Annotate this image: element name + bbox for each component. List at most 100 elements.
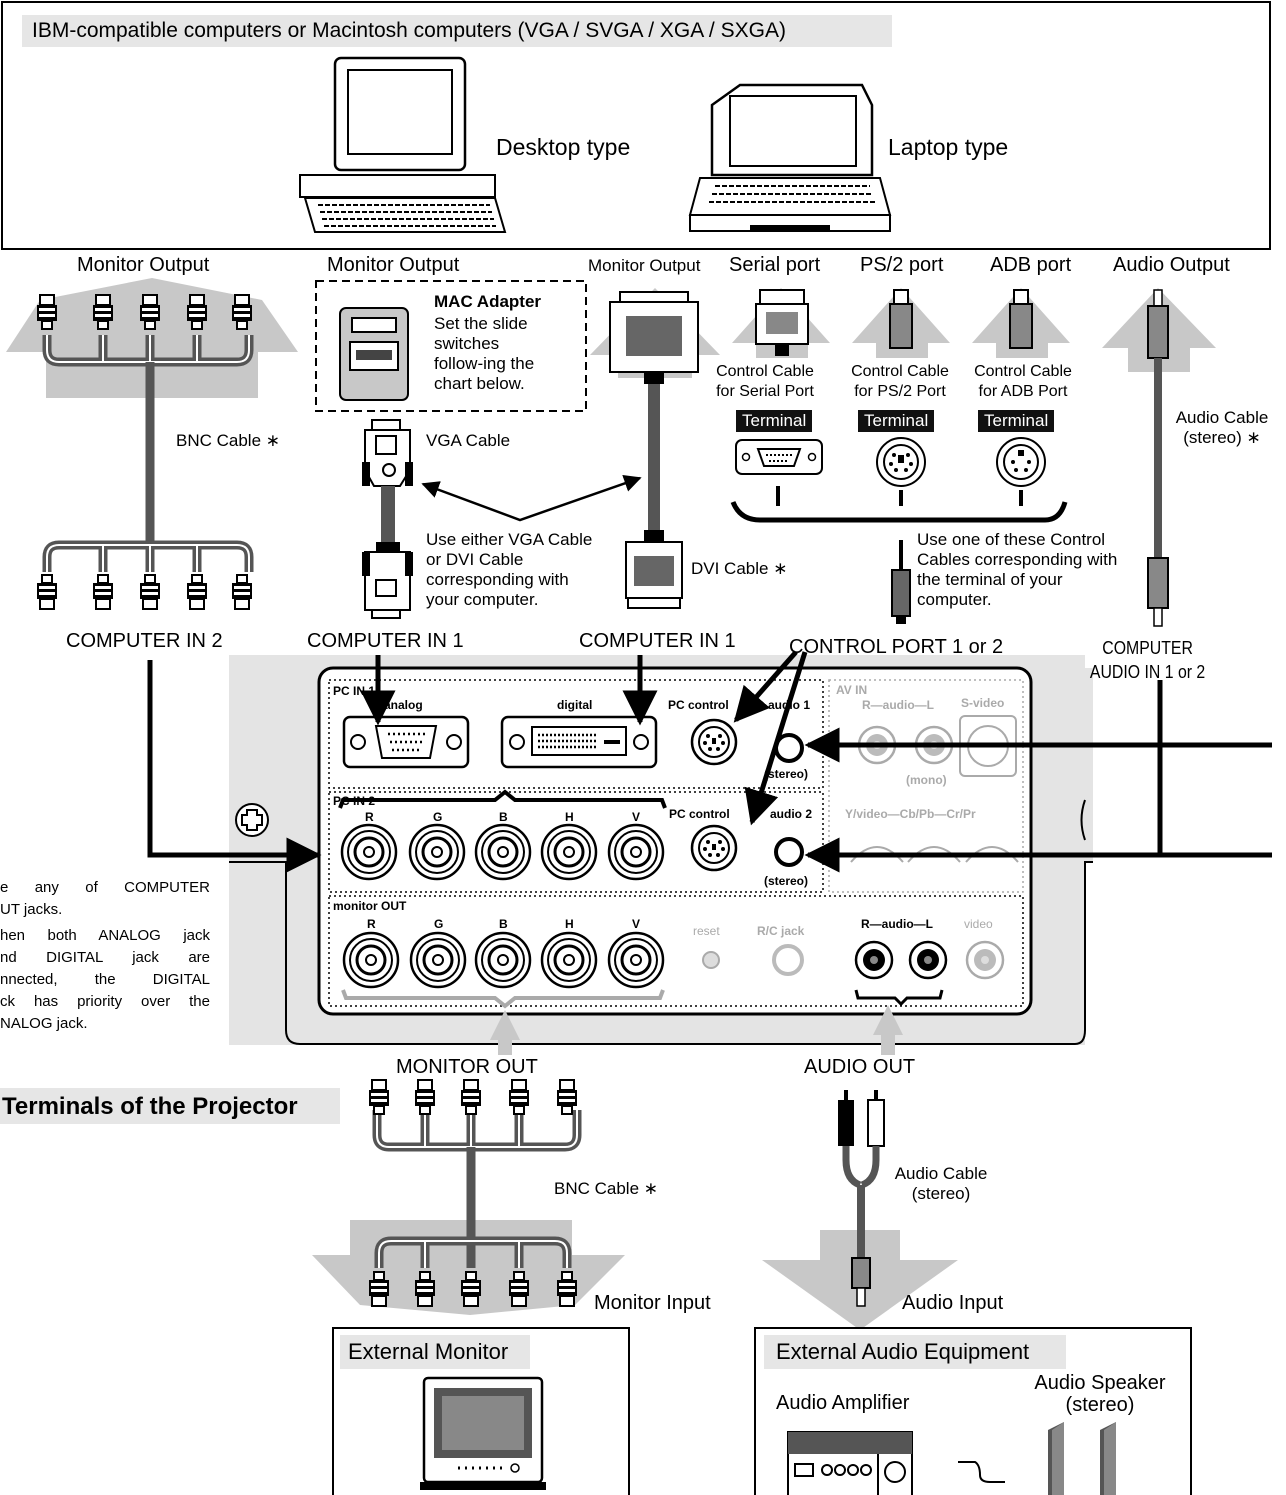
- pc-in-2-g-jack: [408, 823, 466, 881]
- bnc-cable-bottom-label: BNC Cable ∗: [554, 1179, 659, 1198]
- pc-control-1-label: PC control: [668, 698, 729, 712]
- desktop-computer-icon: [299, 56, 507, 233]
- audio-2-label: audio 2: [770, 807, 813, 821]
- projector-right-panel: [1085, 668, 1093, 862]
- monitor-out-panel-label: monitor OUT: [333, 899, 407, 913]
- section-title: Terminals of the Projector: [2, 1093, 298, 1120]
- side-note-line-6: ck has priority over the: [0, 993, 210, 1010]
- adb-connector-icon: [1009, 289, 1033, 349]
- computer-in-1-label-b: COMPUTER IN 1: [579, 630, 736, 652]
- monitor-out-h-jack: [540, 931, 598, 989]
- pc-control-2-jack: [690, 824, 738, 872]
- av-in-audio-label: R—audio—L: [862, 698, 934, 712]
- monitor-out-r-label: R: [367, 917, 376, 931]
- side-note-line-7: NALOG jack.: [0, 1015, 88, 1032]
- pc-in-2-v-label: V: [632, 810, 641, 824]
- bnc-cable-top-label: BNC Cable ∗: [176, 431, 281, 450]
- bnc-cable-top: [36, 294, 254, 610]
- either-cable-arrow: [421, 474, 642, 522]
- audio-cable-bottom-label: Audio Cable (stereo): [894, 1164, 988, 1203]
- computer-in-2-line: [147, 660, 322, 873]
- stereo-2-label: (stereo): [764, 874, 809, 888]
- monitor-out-bottom-label: MONITOR OUT: [396, 1056, 538, 1078]
- pc-control-2-label: PC control: [669, 807, 730, 821]
- serial-port-label: Serial port: [729, 254, 821, 276]
- audio-cable-top: [1147, 289, 1169, 627]
- audio-out-up-arrow: [873, 1005, 903, 1055]
- ps2-connector-icon: [889, 289, 913, 349]
- stereo-1-label: (stereo): [764, 767, 809, 781]
- monitor-out-b-label: B: [499, 917, 508, 931]
- monitor-out-g-jack: [409, 931, 467, 989]
- use-either-note: Use either VGA Cable or DVI Cable corres…: [426, 530, 593, 609]
- control-line-2: [744, 651, 808, 826]
- av-in-label: AV IN: [836, 683, 868, 697]
- pc-in-2-b-label: B: [499, 810, 508, 824]
- section-title-bg: [0, 1088, 340, 1124]
- video-label: video: [964, 917, 993, 931]
- serial-terminal-icon: [735, 439, 823, 506]
- pc-in-2-r-jack: [340, 823, 398, 881]
- monitor-output-label-3: Monitor Output: [588, 256, 701, 275]
- control-port-label: CONTROL PORT 1 or 2: [789, 636, 1004, 658]
- mac-adapter-text: Set the slide switches follow-ing the ch…: [434, 314, 535, 393]
- monitor-input-label: Monitor Input: [594, 1292, 711, 1314]
- adb-terminal-icon: [996, 437, 1046, 506]
- side-note-line-3: hen both ANALOG jack: [0, 927, 210, 944]
- adb-port-label: ADB port: [990, 254, 1072, 276]
- audio-1-label: audio 1: [768, 698, 811, 712]
- analog-jack: [342, 715, 470, 769]
- pc-in-1-label: PC IN 1: [333, 684, 376, 698]
- laptop-computer-icon: [688, 83, 892, 232]
- audio-out-panel-label: R—audio—L: [861, 917, 933, 931]
- computer-in-1-label-a: COMPUTER IN 1: [307, 630, 464, 652]
- external-monitor-icon: [420, 1376, 546, 1490]
- s-video-label: S-video: [961, 696, 1005, 710]
- pc-in-2-v-jack: [607, 823, 665, 881]
- dvi-cable-label: DVI Cable ∗: [691, 559, 788, 578]
- use-one-note: Use one of these Control Cables correspo…: [917, 530, 1118, 609]
- pc-in-2-label: PC IN 2: [333, 794, 376, 808]
- ps2-port-label: PS/2 port: [860, 254, 944, 276]
- audio-speaker-icon: [1048, 1422, 1116, 1495]
- adb-terminal-label: Terminal: [978, 410, 1055, 432]
- monitor-out-g-label: G: [434, 917, 444, 931]
- laptop-label: Laptop type: [888, 134, 1009, 160]
- pc-in-2-b-jack: [474, 823, 532, 881]
- bnc-cable-bottom: [368, 1079, 582, 1307]
- audio-cable-bottom: [838, 1090, 885, 1307]
- audio-input-label: Audio Input: [902, 1292, 1004, 1314]
- audio-2-jack: [774, 837, 804, 867]
- computer-box-title: IBM-compatible computers or Macintosh co…: [32, 19, 786, 42]
- external-monitor-title: External Monitor: [348, 1339, 509, 1364]
- side-note-line-2: UT jacks.: [0, 901, 63, 918]
- vga-cable-label: VGA Cable: [426, 431, 511, 450]
- pc-in-2-h-jack: [540, 823, 598, 881]
- speaker-wire: [958, 1461, 1005, 1483]
- audio-out-r-jack: [854, 940, 894, 980]
- rc-jack: [772, 944, 804, 976]
- panel-outer-outline: [229, 861, 1093, 1045]
- control-cable-ps2-label: Control Cable for PS/2 Port: [851, 363, 949, 400]
- analog-label: analog: [384, 698, 423, 712]
- reset-button[interactable]: [702, 951, 720, 969]
- control-cable-serial-label: Control Cable for Serial Port: [716, 363, 814, 400]
- monitor-out-v-label: V: [632, 917, 641, 931]
- audio-output-label: Audio Output: [1113, 254, 1230, 276]
- monitor-output-label-1: Monitor Output: [77, 254, 210, 276]
- rc-jack-label: R/C jack: [757, 924, 805, 938]
- audio-out-bottom-label: AUDIO OUT: [804, 1056, 916, 1078]
- mono-label: (mono): [906, 773, 947, 787]
- desktop-label: Desktop type: [496, 134, 631, 160]
- monitor-out-v-jack: [607, 931, 665, 989]
- monitor-out-up-arrow: [490, 1010, 520, 1055]
- mac-adapter-title: MAC Adapter: [434, 292, 542, 311]
- computer-box-title-bg: [22, 15, 892, 47]
- audio-out-l-jack: [908, 940, 948, 980]
- monitor-out-r-jack: [342, 931, 400, 989]
- monitor-out-b-jack: [474, 931, 532, 989]
- audio-amplifier-icon: [787, 1431, 913, 1495]
- dvi-cable: [609, 291, 699, 609]
- pc-in-2-h-label: H: [565, 810, 574, 824]
- serial-connector-icon: [755, 289, 809, 356]
